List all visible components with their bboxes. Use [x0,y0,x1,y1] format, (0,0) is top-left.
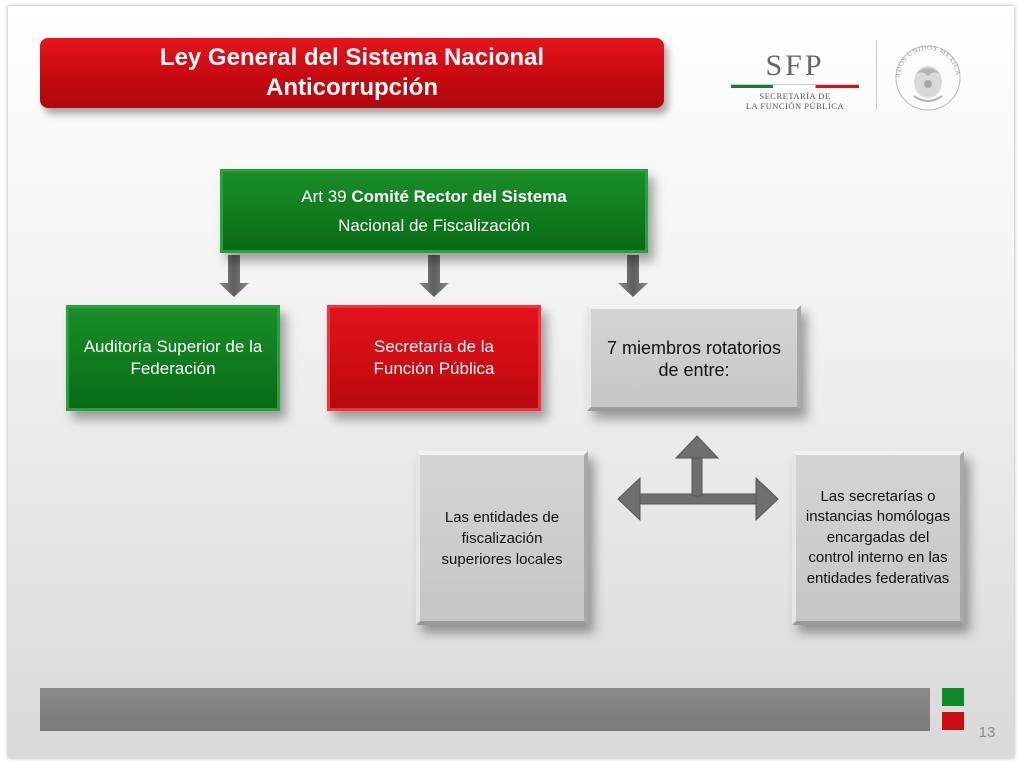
national-seal-icon: ESTADOS UNIDOS MEXICANOS [890,40,961,111]
title-line-2: Anticorrupción [266,74,438,101]
down-arrow-center [419,255,449,297]
member-label: Auditoría Superior de la Federación [83,337,263,378]
comite-prefix: Art 39 [301,187,352,206]
title-banner: Ley General del Sistema Nacional Anticor… [40,38,664,108]
member-label: Secretaría de la Función Pública [373,337,495,378]
sub-member-label: Las entidades de fiscalización superiore… [441,508,563,568]
sfp-logo: SFP SECRETARÍA DE LA FUNCIÓN PÚBLICA [730,49,860,111]
footer-green-square [942,688,964,706]
sub-member-box-efs: Las entidades de fiscalización superiore… [416,451,588,625]
comite-rector-box: Art 39 Comité Rector del Sistema Naciona… [220,169,648,253]
title-line-1: Ley General del Sistema Nacional [159,44,545,71]
member-box-rotating: 7 miembros rotatorios de entre: [587,305,801,411]
comite-title-line2: Nacional de Fiscalización [338,216,530,235]
down-arrow-left [219,255,249,297]
member-label: 7 miembros rotatorios de entre: [606,338,782,380]
sfp-acronym: SFP [765,49,825,82]
footer-red-square [942,712,964,730]
sub-member-label: Las secretarías o instancias homólogas e… [805,487,951,587]
footer-bar [40,688,930,731]
slide-title: Ley General del Sistema Nacional Anticor… [92,43,612,103]
sfp-subtitle-2: LA FUNCIÓN PÚBLICA [745,101,845,111]
logo-divider [876,40,877,110]
page-number: 13 [978,724,996,741]
sub-member-box-control: Las secretarías o instancias homólogas e… [792,451,964,625]
sfp-flag-line [731,84,859,88]
member-box-sfp: Secretaría de la Función Pública [327,305,541,411]
comite-rector-label: Art 39 Comité Rector del Sistema Naciona… [301,182,567,240]
three-way-arrow [617,435,779,522]
down-arrow-right [618,255,648,297]
comite-title: Comité Rector del Sistema [351,187,567,206]
sfp-subtitle-1: SECRETARÍA DE [759,91,831,101]
member-box-asf: Auditoría Superior de la Federación [66,305,280,411]
